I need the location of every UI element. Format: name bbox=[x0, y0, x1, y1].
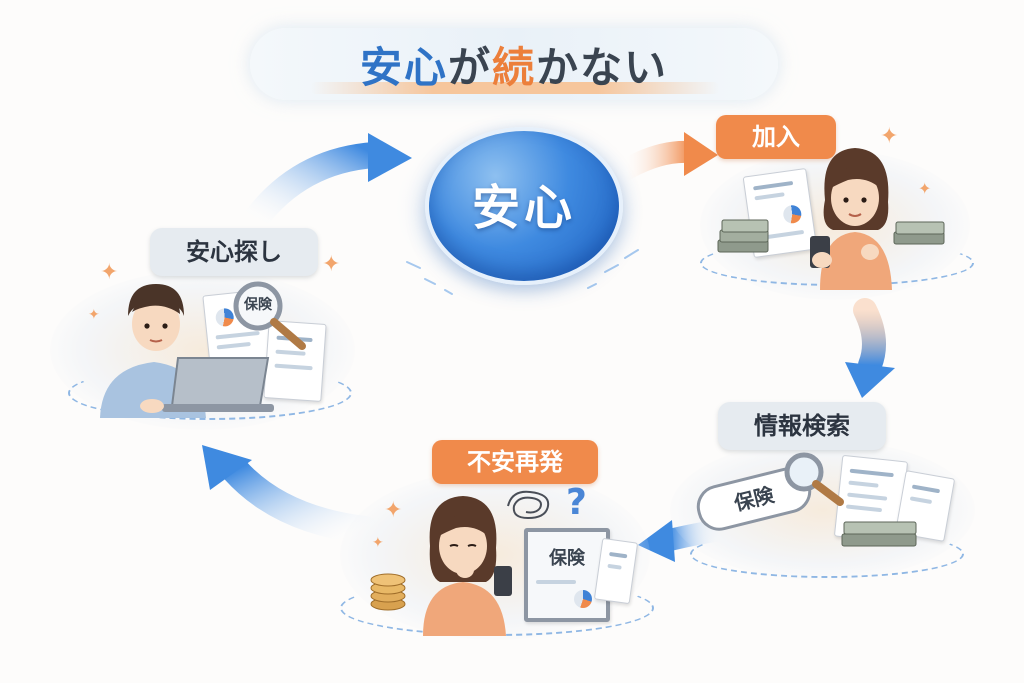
arrow-seek-to-center bbox=[242, 142, 388, 233]
sparkle-icon: ✦ bbox=[100, 260, 119, 285]
title-part-2: が bbox=[447, 43, 492, 92]
title-part-3: 続 bbox=[492, 43, 537, 92]
title-part-4: かない bbox=[536, 43, 669, 92]
info-money-stack bbox=[841, 521, 917, 547]
stage-label-info-search: 情報検索 bbox=[718, 402, 886, 450]
sparkle-icon: ✦ bbox=[88, 307, 100, 323]
arrow-center-to-join-head bbox=[684, 132, 718, 176]
seek-man-figure bbox=[100, 284, 274, 418]
arrow-seek-to-center-head bbox=[368, 133, 412, 182]
magnifier-icon bbox=[784, 452, 844, 506]
seek-scene-ring bbox=[68, 366, 352, 420]
center-glow-ticks bbox=[406, 249, 639, 295]
join-money-stack-right bbox=[893, 221, 945, 245]
page-title: 安心が続かない bbox=[250, 34, 778, 95]
arrow-anxiety-to-seek bbox=[221, 456, 379, 544]
arrow-join-to-info bbox=[853, 298, 886, 377]
question-mark: ? bbox=[566, 482, 587, 523]
coin-stack-icon bbox=[370, 573, 406, 611]
anxiety-clipboard: 保険 bbox=[524, 528, 610, 622]
clipboard-label: 保険 bbox=[549, 548, 585, 569]
title-underline bbox=[310, 82, 720, 94]
center-badge bbox=[425, 127, 623, 285]
title-part-1: 安心 bbox=[359, 43, 448, 92]
sparkle-icon: ✦ bbox=[880, 124, 899, 149]
join-woman-figure bbox=[810, 148, 892, 290]
seek-magnifier-icon bbox=[233, 281, 306, 350]
worry-scribble-icon bbox=[507, 490, 550, 520]
arrow-join-to-info-head bbox=[845, 362, 895, 398]
stage-label-join: 加入 bbox=[716, 115, 836, 159]
arrow-anxiety-to-seek-head bbox=[202, 445, 252, 490]
sparkle-icon: ✦ bbox=[322, 252, 341, 277]
sparkle-icon: ✦ bbox=[384, 498, 403, 523]
stage-label-seek: 安心探し bbox=[150, 228, 318, 276]
join-money-stack bbox=[717, 219, 769, 253]
sparkle-icon: ✦ bbox=[918, 179, 932, 198]
anxiety-woman-figure bbox=[423, 496, 512, 636]
stage-label-anxiety: 不安再発 bbox=[432, 440, 598, 484]
sparkle-icon: ✦ bbox=[372, 535, 384, 551]
arrow-info-to-anxiety-head bbox=[638, 520, 675, 562]
center-label: 安心 bbox=[471, 180, 576, 236]
arrow-center-to-join bbox=[614, 140, 701, 181]
magnifier-label: 保険 bbox=[244, 297, 272, 313]
info-scene-ring bbox=[690, 530, 964, 578]
